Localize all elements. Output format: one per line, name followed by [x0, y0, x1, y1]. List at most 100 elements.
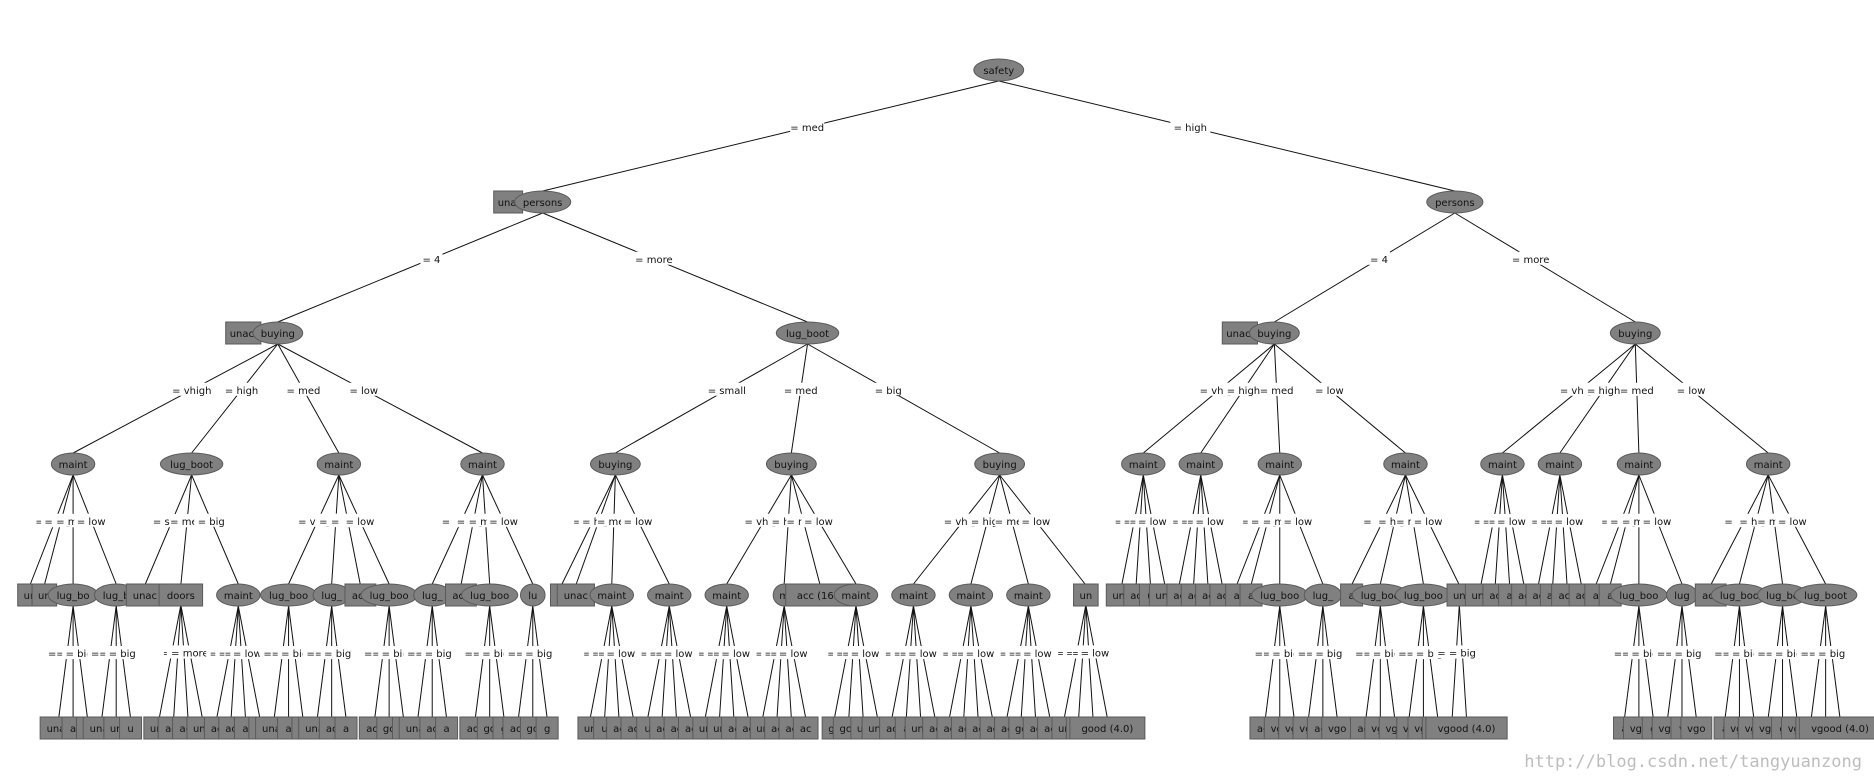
tree-edge — [776, 605, 785, 719]
edge-label-bg — [168, 382, 215, 396]
edge-label: = vhigh — [1200, 386, 1239, 397]
split-node-ellipse — [1609, 321, 1661, 345]
edge-label: = low — [1643, 517, 1672, 528]
edge-label: = big — [198, 517, 225, 528]
tree-edge — [1480, 474, 1503, 586]
edge-label: = med — [1263, 517, 1297, 528]
tree-edge — [1502, 343, 1636, 454]
tree-edge — [1307, 605, 1324, 719]
leaf-node-label: ac — [1576, 591, 1588, 602]
leaf-node-label: acc (16.0 — [797, 591, 843, 602]
leaf-node-label: una — [1471, 591, 1490, 602]
edge-label: = more — [1512, 255, 1549, 266]
tree-edge — [1273, 343, 1281, 454]
edge-label: = med — [170, 517, 204, 528]
tree-edge — [1379, 474, 1406, 585]
edge-label: = 4 — [422, 255, 440, 266]
tree-edge — [277, 343, 340, 454]
split-node-label: maint — [597, 591, 626, 602]
edge-label: = big — [1373, 649, 1400, 660]
tree-edge — [1404, 474, 1424, 585]
split-node-ellipse — [775, 321, 840, 345]
edge-label: = big — [525, 649, 552, 660]
edge-label: = med — [1757, 517, 1791, 528]
split-node-label: safety — [983, 66, 1014, 77]
edge-label-bg — [962, 646, 997, 660]
leaf-node-label: a — [1507, 591, 1513, 602]
tree-edge — [1279, 474, 1324, 585]
leaf-node-label: ac — [211, 724, 223, 735]
leaf-node-label: ac — [1188, 591, 1200, 602]
tree-edge — [1236, 474, 1281, 586]
split-node-label: lug — [1674, 591, 1689, 602]
tree-edge — [1063, 604, 1087, 719]
edge-label-bg — [1020, 646, 1055, 660]
split-node-label: maint — [956, 591, 985, 602]
tree-edge — [417, 605, 433, 719]
tree-edge — [101, 605, 117, 719]
leaf-node-label: una — [868, 724, 887, 735]
split-node-ellipse — [252, 321, 304, 345]
tree-edge — [1624, 605, 1640, 719]
edge-label-bg — [1018, 514, 1053, 528]
tree-edge — [704, 605, 728, 719]
edge-label-bg — [718, 646, 753, 660]
edge-label: = big — [1818, 649, 1845, 660]
edge-label-bg — [320, 646, 355, 660]
edge-label-bg — [230, 646, 265, 660]
tree-edge — [1638, 605, 1654, 719]
edge-label-bg — [1619, 382, 1654, 396]
tree-edge — [1681, 605, 1697, 719]
edge-label: = low — [489, 517, 518, 528]
leaf-node-label: acc — [1702, 591, 1719, 602]
leaf-node-label: vgood (4.0) — [1438, 724, 1496, 735]
tree-edge — [1738, 474, 1769, 585]
leaf-node-box — [1073, 583, 1099, 607]
edge-label-bg — [521, 646, 556, 660]
leaf-node-label: unac — [90, 724, 114, 735]
split-node-label: lug_boo — [1361, 591, 1400, 602]
leaf-node-label: a — [1234, 591, 1240, 602]
leaf-node-label: vgo — [1687, 724, 1705, 735]
split-node-label: lug_boo — [1619, 591, 1658, 602]
leaf-node-label: ac — [800, 724, 812, 735]
edge-label-bg — [1494, 514, 1529, 528]
leaf-node-label: ac — [742, 724, 754, 735]
leaf-node-label: un — [713, 724, 726, 735]
tree-edge — [482, 474, 491, 585]
edge-label-bg — [1445, 645, 1480, 659]
tree-edge — [388, 605, 404, 719]
tree-edge — [273, 605, 290, 719]
tree-edge — [1379, 605, 1396, 719]
tree-edge — [611, 474, 616, 585]
split-node-label: buying — [261, 329, 295, 340]
edge-label: = med — [469, 517, 503, 528]
edge-label: = med — [784, 386, 818, 397]
edge-label: = vhigh — [745, 517, 784, 528]
leaf-node-label: unac — [262, 724, 286, 735]
tree-edge — [1501, 474, 1511, 586]
split-node-label: maint — [899, 591, 928, 602]
split-node-ellipse — [1616, 452, 1662, 476]
edge-label: = low — [349, 386, 378, 397]
edge-label-bg — [621, 513, 656, 527]
tree-edge — [1250, 474, 1281, 586]
tree-edge — [647, 605, 670, 719]
split-node-label: buying — [598, 460, 632, 471]
tree-edge — [998, 80, 1455, 192]
edge-label: = big — [281, 649, 308, 660]
tree-edge — [1422, 605, 1439, 719]
tree-edge — [807, 343, 1000, 454]
tree-edge — [1767, 474, 1784, 585]
edge-label-bg — [1312, 382, 1347, 396]
tree-edge — [1559, 343, 1636, 454]
leaf-node-label: a — [1607, 591, 1613, 602]
edge-label-bg — [871, 382, 906, 396]
tree-edge — [614, 474, 670, 585]
leaf-node-label: acc — [352, 591, 369, 602]
leaf-node-label: acc — [1559, 591, 1576, 602]
split-node-ellipse — [974, 452, 1026, 476]
tree-edge — [482, 474, 534, 585]
split-node-label: lug_ — [422, 591, 443, 602]
